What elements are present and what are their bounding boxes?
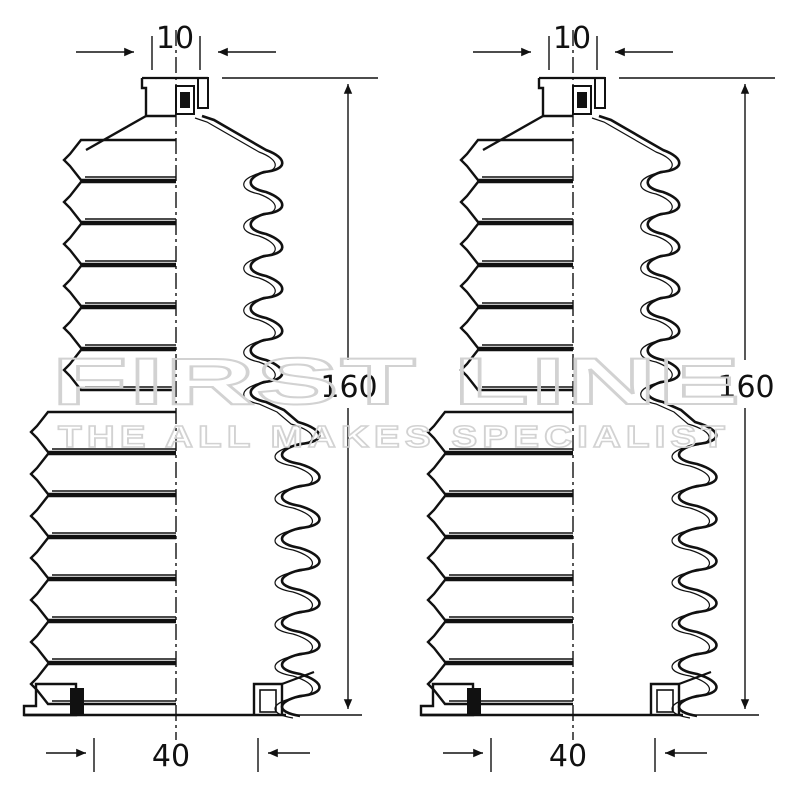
neck-section [175,85,195,115]
rib-outline [62,264,176,308]
rib-outline [459,138,573,182]
wall-section-inner [194,117,313,719]
watermark-brand: FIRST LINE [52,344,742,418]
rib-outline [426,410,573,454]
wall-section-outer [598,114,718,718]
neck-section [572,85,592,115]
bottom-diameter-label: 40 [549,739,587,774]
rib-outline [459,348,573,392]
rib-outline [426,494,573,538]
neck-wall [197,77,209,109]
neck-section-hatch [180,92,190,108]
rib-outline [62,306,176,350]
rib-outline [29,452,176,496]
top-diameter-label: 10 [553,21,591,56]
bottom-diameter-label: 40 [152,739,190,774]
bellows-outline [419,30,775,772]
cone-edge [85,114,147,152]
rib-outline [459,222,573,266]
neck-collar [140,78,176,118]
rib-outline [29,410,176,454]
rib-outline [29,494,176,538]
rib-outline [62,138,176,182]
wall-section-outer [201,114,321,718]
rib-outline [426,452,573,496]
rib-outline [426,578,573,622]
watermark: FIRST LINE THE ALL MAKES SPECIALIST [51,343,742,455]
top-diameter-label: 10 [156,21,194,56]
wall-section-inner [591,117,710,719]
base-flange-left [22,682,78,717]
rib-outline [426,536,573,580]
cone-edge [482,114,544,152]
base-lip [678,670,712,686]
bellows-outline [22,30,378,772]
rib-outline [426,620,573,664]
neck-collar [537,78,573,118]
rib-outline [459,264,573,308]
base-flange-right [252,682,284,715]
rib-outline [29,536,176,580]
rib-outline [62,222,176,266]
neck-section-hatch [577,92,587,108]
rib-outline [29,620,176,664]
base-flange-hatch [467,688,481,714]
steering-boot-diagram-right: 10 160 40 [419,21,775,774]
rib-outline [459,306,573,350]
rib-outline [426,662,573,706]
neck-wall [594,77,606,109]
rib-outline [29,578,176,622]
length-label: 160 [717,370,774,405]
base-flange-section [656,689,674,713]
rib-outline [29,662,176,706]
length-label: 160 [320,370,377,405]
base-flange-left [419,682,475,717]
base-lip [281,670,315,686]
base-flange-hatch [70,688,84,714]
rib-outline [459,180,573,224]
rib-outline [62,180,176,224]
steering-boot-diagram-left: 10 160 40 [22,21,378,774]
base-flange-right [649,682,681,715]
watermark-tagline: THE ALL MAKES SPECIALIST [58,419,730,454]
rib-outline [62,348,176,392]
base-flange-section [259,689,277,713]
